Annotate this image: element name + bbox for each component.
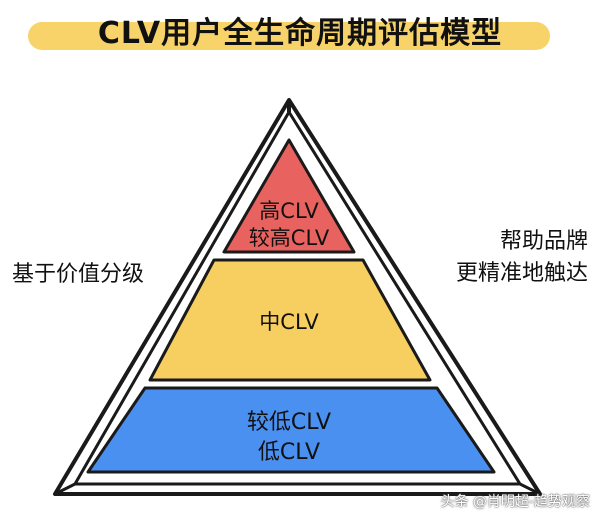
page-title: CLV用户全生命周期评估模型 [97,16,503,51]
right-side-line1: 帮助品牌 [499,229,588,254]
title-highlight [28,22,550,50]
right-side-line2: 更精准地触达 [455,261,588,286]
tier-mid-label: 中CLV [229,309,349,336]
tier-low-shape [86,386,496,474]
right-side-label: 帮助品牌 更精准地触达 [420,226,588,290]
tier-mid-line1: 中CLV [259,310,319,334]
tier-mid-shape [148,258,432,382]
tier-low-label: 较低CLV 低CLV [224,408,354,468]
tier-low-line2: 低CLV [257,440,321,465]
watermark: 头条 @肖明超-趋势观察 [440,494,590,510]
left-side-label: 基于价值分级 [12,262,145,287]
pyramid-left-corner-edge [54,482,76,496]
tier-high-line1: 高CLV [259,199,319,223]
pyramid-inner-outline [73,110,522,486]
tier-low-line1: 较低CLV [246,410,332,435]
tier-high-line2: 较高CLV [248,226,330,250]
pyramid-right-corner-edge [519,482,541,496]
tier-high-shape [222,138,356,254]
title-banner: CLV用户全生命周期评估模型 [0,0,600,66]
tier-high-label: 高CLV 较高CLV [229,198,349,252]
